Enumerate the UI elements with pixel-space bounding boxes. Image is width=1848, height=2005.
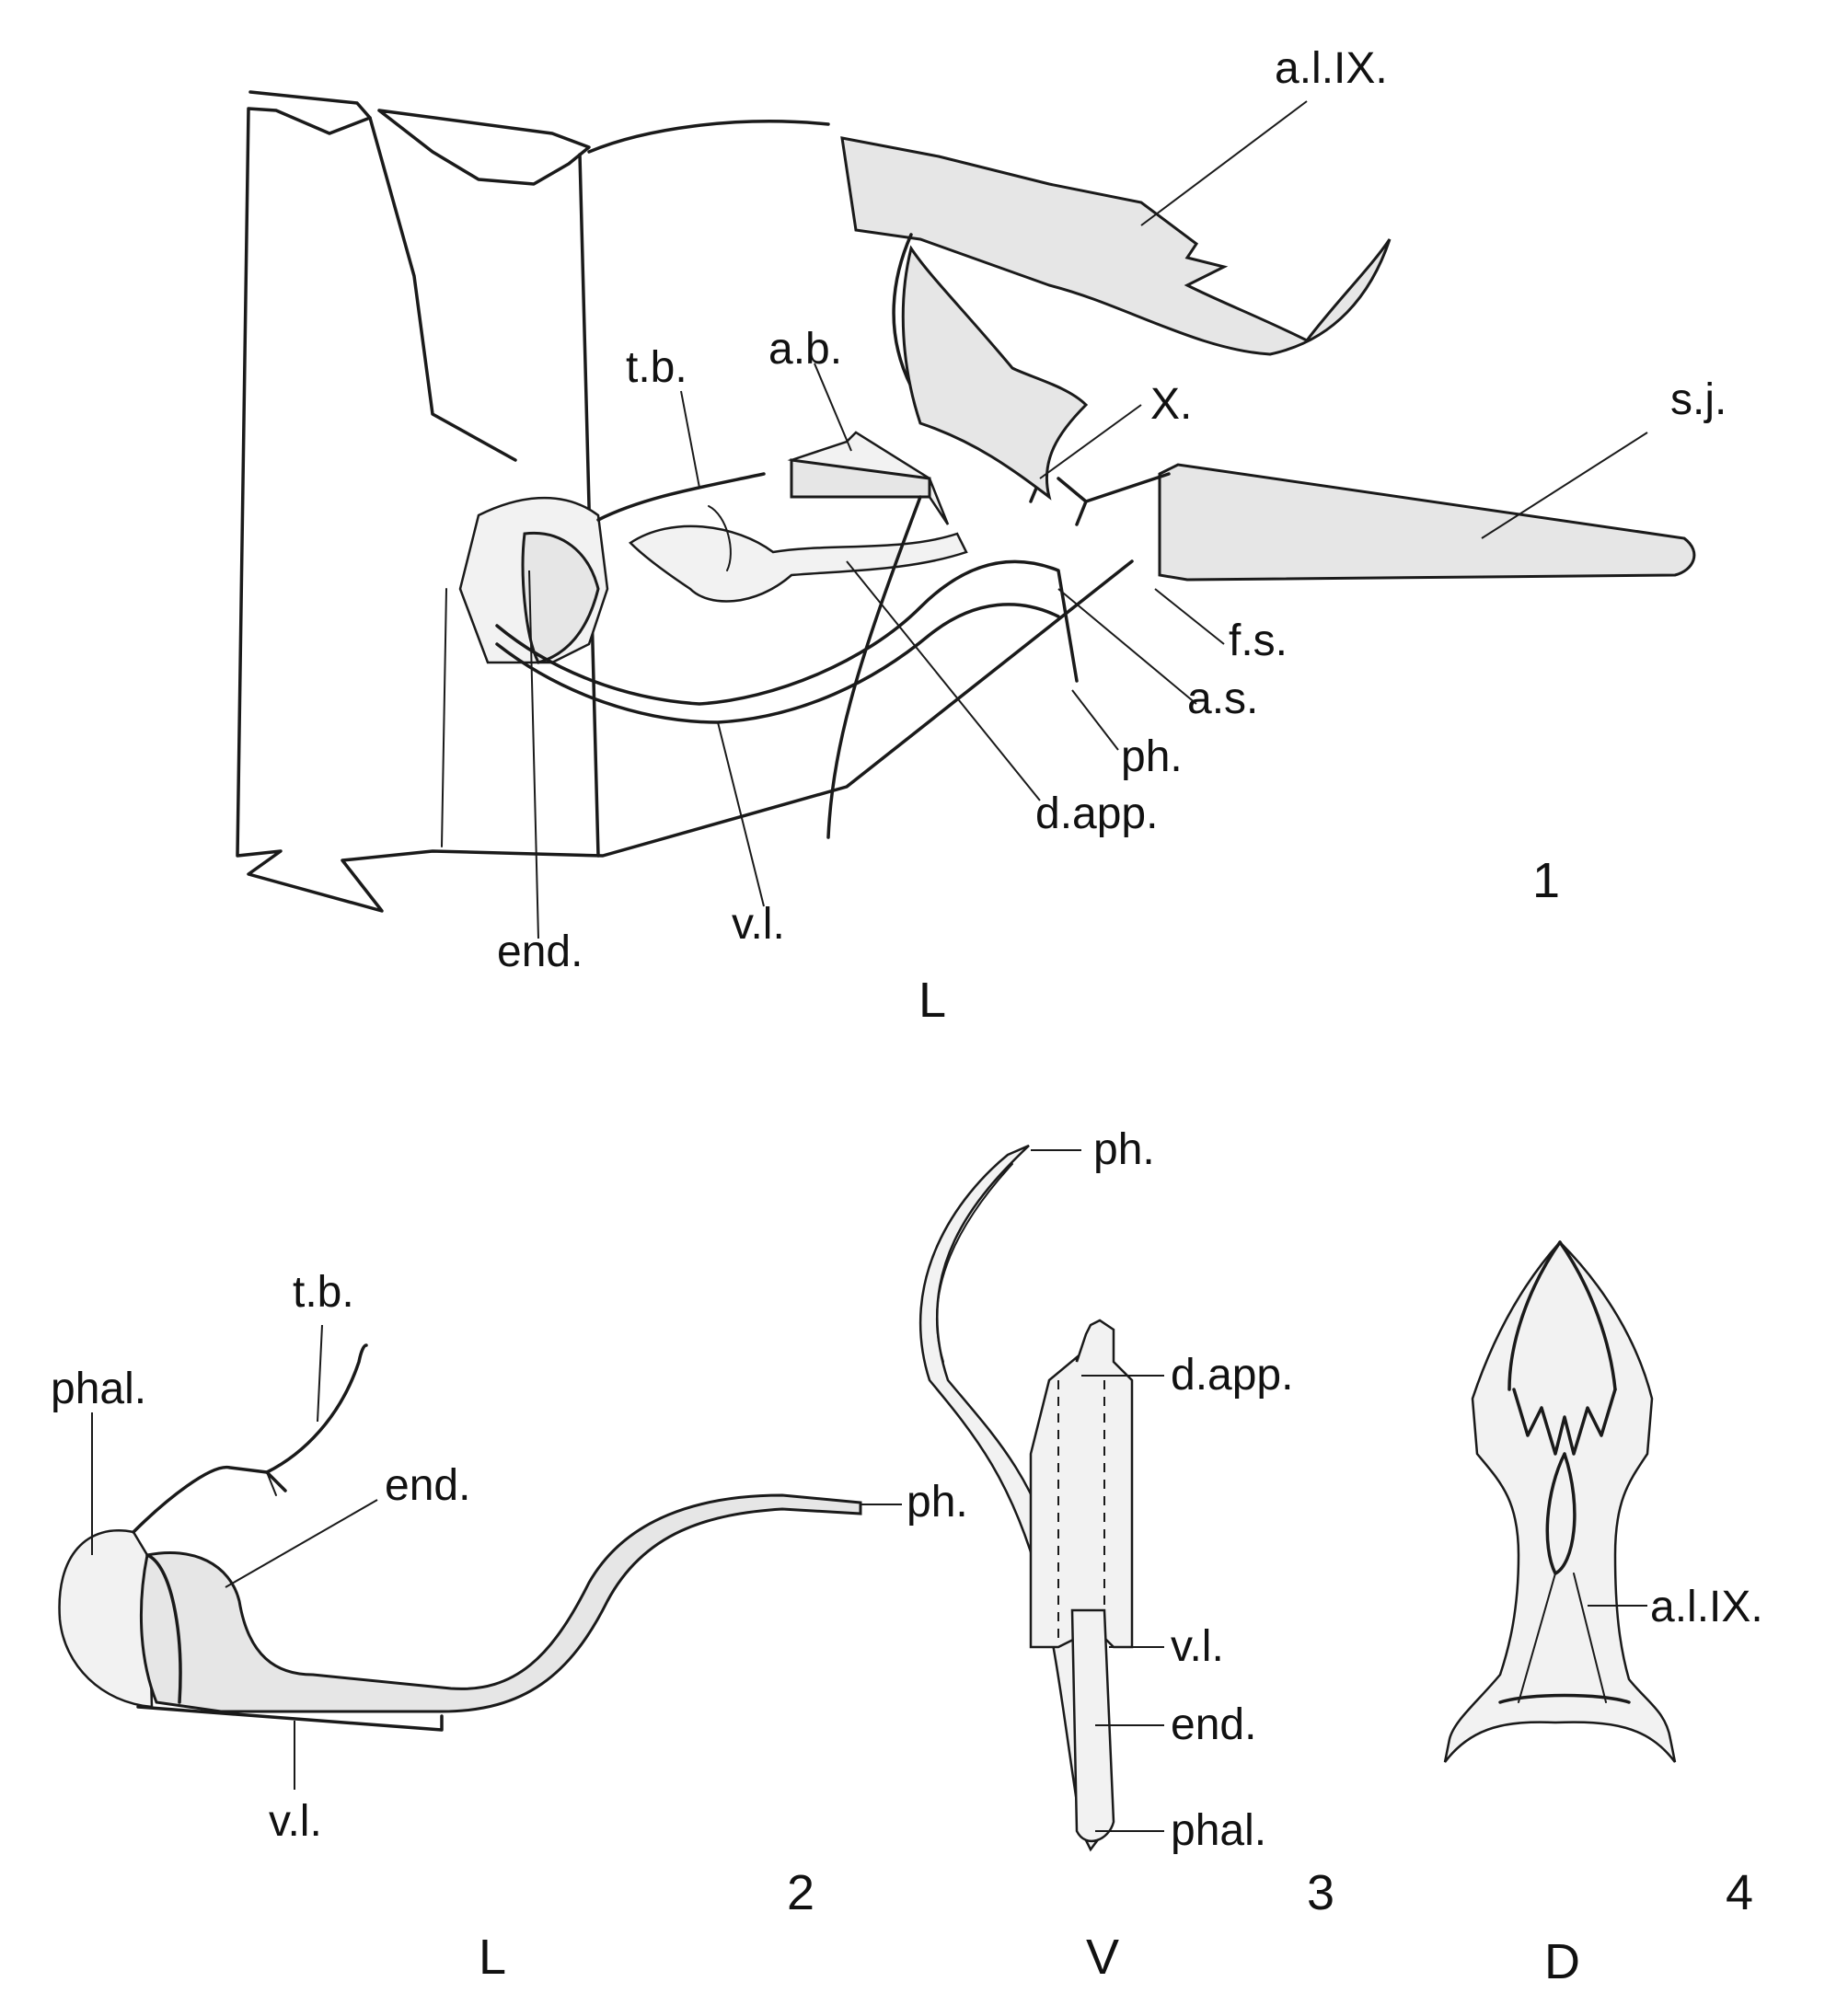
- figure-3-drawing: [919, 1144, 1134, 1852]
- figure-1-drawing: [236, 90, 1696, 913]
- figure-number: 4: [1726, 1865, 1753, 1920]
- figure-3-leaders: [1031, 1149, 1164, 1832]
- view-label: D: [1544, 1934, 1580, 1989]
- label-ph: ph.: [1093, 1125, 1155, 1174]
- label-ph: ph.: [1121, 732, 1183, 781]
- figure-4-drawing: [1443, 1240, 1677, 1763]
- label-v-l: v.l.: [1171, 1622, 1224, 1671]
- label-s-j: s.j.: [1670, 375, 1727, 424]
- label-a-l-ix: a.l.IX.: [1275, 44, 1388, 93]
- label-d-app: d.app.: [1035, 789, 1158, 838]
- view-label: L: [918, 973, 946, 1028]
- leader-a-b: [814, 363, 852, 452]
- figure-3-labels: ph. d.app. v.l. end. phal. 3 V: [1086, 1125, 1334, 1985]
- leader-t-b: [317, 1324, 323, 1423]
- leader-end: [225, 1499, 378, 1588]
- label-a-s: a.s.: [1187, 674, 1258, 723]
- figure-2-drawing: [58, 1343, 862, 1732]
- figure-2: t.b. phal. end. ph. v.l. 2 L: [51, 1268, 968, 1985]
- figure-4: a.l.IX. 4 D: [1443, 1240, 1763, 1989]
- figure-1-leaders: [528, 100, 1648, 939]
- leader-t-b: [680, 390, 700, 489]
- figure-1-labels: a.l.IX. t.b. a.b. X. s.j. f.s. a.s. ph. …: [497, 44, 1727, 1028]
- figure-number: 1: [1532, 853, 1560, 908]
- leader-s-j: [1481, 432, 1648, 539]
- view-label: L: [479, 1930, 506, 1985]
- label-t-b: t.b.: [293, 1268, 354, 1317]
- figure-number: 3: [1307, 1865, 1334, 1920]
- label-ph: ph.: [907, 1478, 968, 1527]
- label-end: end.: [1171, 1700, 1256, 1749]
- label-t-b: t.b.: [626, 343, 687, 392]
- label-v-l: v.l.: [269, 1797, 322, 1846]
- leader-d-app: [846, 560, 1041, 801]
- label-d-app: d.app.: [1171, 1351, 1293, 1400]
- leader-a-l-ix: [1140, 100, 1308, 226]
- label-phal: phal.: [1171, 1806, 1266, 1855]
- label-x: X.: [1150, 380, 1192, 429]
- label-v-l: v.l.: [732, 900, 785, 949]
- label-f-s: f.s.: [1229, 616, 1288, 665]
- figure-1: a.l.IX. t.b. a.b. X. s.j. f.s. a.s. ph. …: [236, 44, 1727, 1028]
- label-phal: phal.: [51, 1365, 146, 1413]
- figure-number: 2: [787, 1865, 814, 1920]
- view-label: V: [1086, 1930, 1119, 1985]
- leader-v-l: [717, 721, 765, 907]
- leader-ph: [1071, 689, 1119, 751]
- leader-end: [528, 570, 539, 939]
- figure-2-leaders: [91, 1324, 902, 1790]
- figure-3: ph. d.app. v.l. end. phal. 3 V: [919, 1125, 1334, 1985]
- figure-2-labels: t.b. phal. end. ph. v.l. 2 L: [51, 1268, 968, 1985]
- leader-x: [1039, 404, 1142, 479]
- label-a-l-ix: a.l.IX.: [1650, 1583, 1763, 1631]
- label-end: end.: [385, 1461, 470, 1510]
- leader-a-s: [1057, 588, 1197, 705]
- label-a-b: a.b.: [768, 325, 842, 374]
- figure-4-labels: a.l.IX. 4 D: [1544, 1583, 1763, 1989]
- leader-f-s: [1154, 588, 1225, 645]
- label-end: end.: [497, 928, 583, 976]
